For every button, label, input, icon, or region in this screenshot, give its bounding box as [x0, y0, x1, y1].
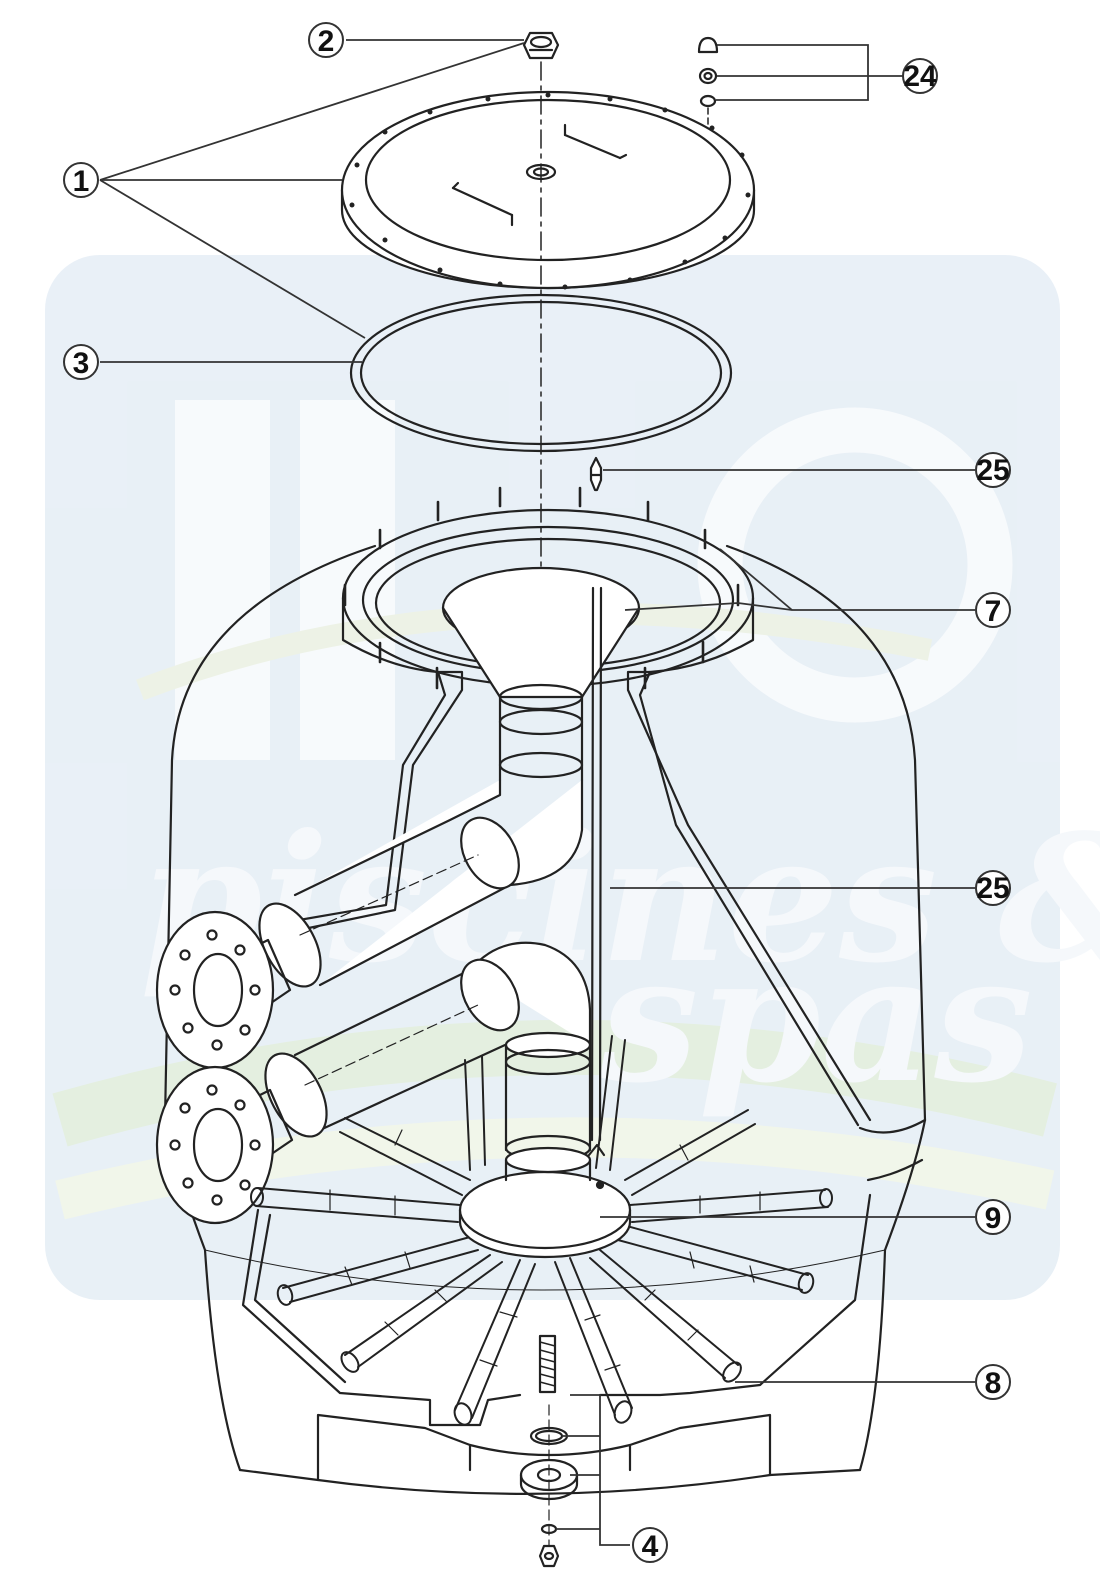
air-vent-pin	[589, 456, 603, 492]
air-vent-tube	[587, 586, 606, 1157]
upper-collector-pipe	[155, 778, 584, 1070]
leader-lines	[99, 39, 975, 1546]
top-nut	[522, 31, 560, 60]
top-diffuser	[441, 566, 641, 782]
callout-7-label: 7	[985, 595, 1002, 628]
callout-9-label: 9	[985, 1202, 1002, 1235]
lid-studs	[343, 486, 740, 690]
callout-4-label: 4	[642, 1530, 659, 1563]
callout-2: 2	[308, 22, 344, 58]
callout-1: 1	[63, 162, 99, 198]
filter-lid	[340, 90, 756, 290]
callouts: 1 2 3 24 25 7 25 9	[63, 22, 1011, 1563]
watermark-text-2: spas	[599, 917, 1033, 1122]
callout-24-label: 24	[903, 60, 937, 93]
callout-24: 24	[902, 58, 938, 94]
vent-parts	[697, 36, 719, 108]
callout-8-label: 8	[985, 1367, 1002, 1400]
callout-4: 4	[632, 1527, 668, 1563]
callout-9: 9	[975, 1199, 1011, 1235]
lateral-hub	[458, 1146, 632, 1259]
drain-assembly	[519, 1334, 579, 1568]
callout-25-bottom: 25	[975, 870, 1011, 906]
lower-collector-pipe	[155, 941, 592, 1225]
callout-25-top: 25	[975, 452, 1011, 488]
callout-1-label: 1	[73, 165, 90, 198]
callout-25-top-label: 25	[976, 454, 1009, 487]
callout-3: 3	[63, 344, 99, 380]
laterals	[250, 1035, 833, 1426]
callout-25-bottom-label: 25	[976, 872, 1009, 905]
callout-3-label: 3	[73, 347, 90, 380]
callout-7: 7	[975, 592, 1011, 628]
callout-2-label: 2	[318, 25, 335, 58]
callout-8: 8	[975, 1364, 1011, 1400]
